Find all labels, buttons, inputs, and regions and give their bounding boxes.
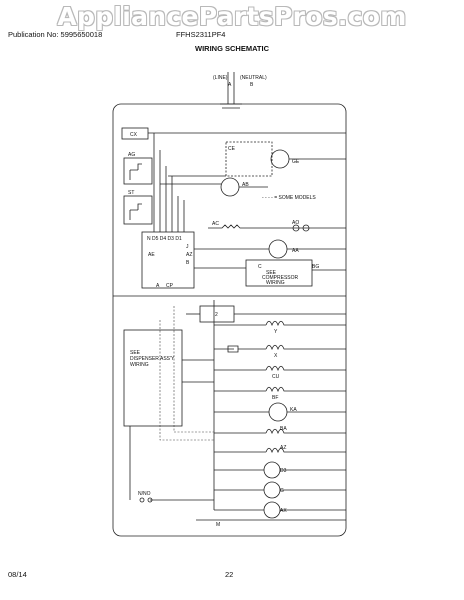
label-az: AZ <box>280 445 286 451</box>
label-line-term: A <box>228 82 232 88</box>
label-st: ST <box>128 190 134 196</box>
label-line: (LINE) <box>213 75 228 81</box>
label-ka: KA <box>290 407 297 413</box>
label-ax: AX <box>280 508 287 514</box>
label-cp: CP <box>166 283 174 289</box>
label-ae-pin-b: B <box>186 260 190 266</box>
label-c: C <box>258 264 262 270</box>
label-ae-pin-j: J <box>186 244 189 250</box>
label-see-compressor-1: SEE <box>266 270 277 276</box>
page-title: WIRING SCHEMATIC <box>194 44 270 53</box>
label-y: Y <box>274 329 278 335</box>
label-ac: AC <box>212 221 219 227</box>
label-aa: AA <box>292 248 299 254</box>
label-ag: AG <box>128 152 135 158</box>
label-ba: BA <box>280 426 287 432</box>
label-a: A <box>156 283 160 289</box>
label-x: X <box>274 353 278 359</box>
label-ce: CE <box>228 146 236 152</box>
label-some-models: - - - - = SOME MODELS <box>262 195 316 201</box>
model-number: FFHS2311PF4 <box>176 30 226 39</box>
label-dispenser-1: SEE <box>130 350 141 356</box>
label-ae-pin-az: AZ <box>186 252 192 258</box>
label-neutral: (NEUTRAL) <box>240 75 267 81</box>
label-cx: CX <box>130 132 138 138</box>
label-ao: AO <box>292 220 299 226</box>
label-see-compressor-2: COMPRESSOR <box>262 275 299 281</box>
label-ab: AB <box>242 182 249 188</box>
watermark: AppliancePartsPros.com <box>57 2 407 31</box>
label-nno: N/NO <box>138 491 151 497</box>
label-see-compressor-3: WIRING <box>266 280 285 286</box>
footer-date: 08/14 <box>8 570 27 579</box>
label-m: M <box>216 522 220 528</box>
label-ae: AE <box>148 252 155 258</box>
label-neutral-term: B <box>250 82 254 88</box>
label-g: G <box>280 488 284 494</box>
label-dispenser-2: DISPENSER ASS'Y <box>130 356 175 362</box>
label-ge: GE <box>292 159 300 165</box>
label-bf: BF <box>272 395 278 401</box>
label-cu: CU <box>272 374 280 380</box>
label-2: 2 <box>215 312 218 318</box>
label-ae-pins: N D5 D4 D3 D1 <box>147 236 182 242</box>
page-number: 22 <box>225 570 234 579</box>
label-dispenser-3: WIRING <box>130 362 149 368</box>
label-d3: D3 <box>280 468 287 474</box>
label-bg: BG <box>312 264 319 270</box>
publication-number: Publication No: 5995650018 <box>8 30 103 39</box>
